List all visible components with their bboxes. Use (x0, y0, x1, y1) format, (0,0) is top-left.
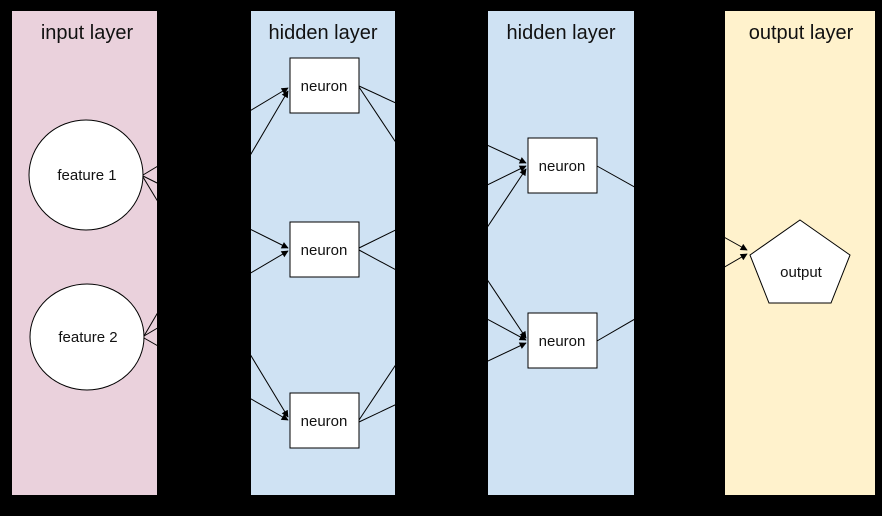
input-layer-nodes: feature 1 feature 2 (28, 119, 145, 391)
h1n3-node (289, 392, 360, 449)
edge-h1n1-to-h2n1 (358, 85, 527, 164)
edge-feature2-to-h1n3 (143, 337, 289, 421)
output-label: output (780, 264, 823, 281)
edge-h1n1-to-h2n2 (358, 86, 527, 339)
input-layer-column (12, 11, 157, 495)
hidden-layer-2-nodes: neuron neuron (527, 137, 598, 369)
edge-feature1-to-h1n1 (142, 87, 289, 176)
h2n2-node (527, 312, 598, 369)
edge-h1n2-to-h2n1 (358, 165, 527, 249)
output-layer-nodes: output (749, 219, 851, 304)
input-layer-title: input layer (41, 22, 134, 44)
edge-h1n3-to-h2n2 (358, 342, 527, 423)
feature1-label: feature 1 (57, 167, 116, 184)
hidden-layer-1-title: hidden layer (269, 22, 378, 44)
h1n3-label: neuron (301, 413, 348, 430)
layer-columns (12, 11, 875, 495)
edge-feature1-to-h1n2 (142, 175, 289, 249)
edge-h2n2-to-output (596, 253, 748, 342)
hidden-layer-2-title: hidden layer (507, 22, 616, 44)
edges (142, 85, 748, 423)
h2n1-node (527, 137, 598, 194)
edge-h1n3-to-h2n1 (358, 168, 527, 421)
hidden-layer-1-nodes: neuron neuron neuron (289, 57, 360, 449)
edge-feature2-to-h1n2 (143, 250, 289, 337)
output-layer-title: output layer (749, 22, 854, 44)
h1n1-label: neuron (301, 78, 348, 95)
output-node (749, 219, 851, 304)
layer-titles: input layer hidden layer hidden layer ou… (41, 22, 854, 44)
edge-feature1-to-h1n3 (142, 176, 289, 418)
feature2-label: feature 2 (58, 329, 117, 346)
feature1-node (28, 119, 144, 231)
h1n1-node (289, 57, 360, 114)
h2n2-label: neuron (539, 333, 586, 350)
h2n1-label: neuron (539, 158, 586, 175)
h1n2-node (289, 221, 360, 278)
feature2-node (29, 283, 145, 391)
hidden-layer-2-column (488, 11, 634, 495)
edge-h2n1-to-output (596, 165, 748, 251)
edge-feature2-to-h1n1 (143, 90, 289, 337)
h1n2-label: neuron (301, 242, 348, 259)
